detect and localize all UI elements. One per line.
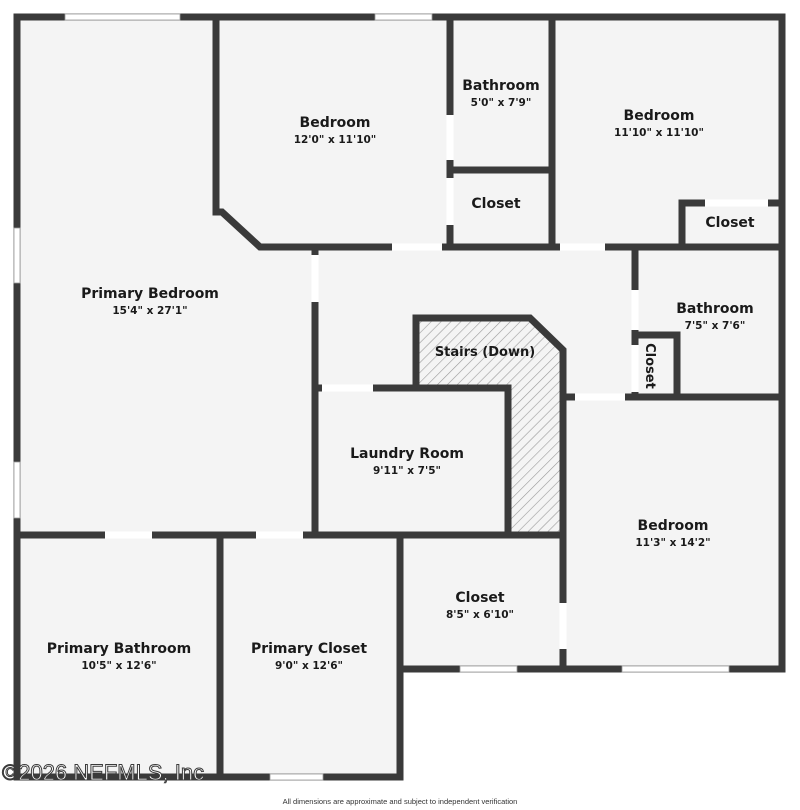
room-dimensions: 10'5" x 12'6" — [81, 660, 156, 672]
door-openings — [105, 115, 768, 649]
room-label-bedroom-1: Bedroom 12'0" x 11'10" — [294, 115, 377, 146]
room-label-closet-2: Closet — [705, 215, 755, 231]
room-dimensions: 9'0" x 12'6" — [275, 660, 343, 672]
room-name: Bathroom — [462, 78, 540, 94]
room-name: Closet — [471, 196, 521, 212]
dimensions-disclaimer: All dimensions are approximate and subje… — [282, 797, 518, 806]
room-name: Bedroom — [638, 518, 709, 534]
room-dimensions: 5'0" x 7'9" — [471, 97, 532, 109]
room-name: Primary Bedroom — [81, 286, 219, 302]
room-label-bedroom-2: Bedroom 11'10" x 11'10" — [614, 108, 704, 139]
room-dimensions: 9'11" x 7'5" — [373, 465, 441, 477]
room-label-bathroom-1: Bathroom 5'0" x 7'9" — [462, 78, 540, 109]
room-label-primary-closet: Primary Closet 9'0" x 12'6" — [251, 641, 367, 672]
room-label-primary-bathroom: Primary Bathroom 10'5" x 12'6" — [47, 641, 191, 672]
room-name: Stairs (Down) — [435, 345, 535, 360]
room-label-closet-3: Closet — [642, 343, 657, 389]
room-label-stairs: Stairs (Down) — [435, 345, 535, 360]
stairs-area — [416, 318, 563, 533]
room-name: Bedroom — [624, 108, 695, 124]
room-label-primary-bedroom: Primary Bedroom 15'4" x 27'1" — [81, 286, 219, 317]
room-label-laundry-room: Laundry Room 9'11" x 7'5" — [350, 446, 464, 477]
room-dimensions: 15'4" x 27'1" — [112, 305, 187, 317]
room-name: Laundry Room — [350, 446, 464, 462]
room-name: Bathroom — [676, 301, 754, 317]
room-label-bedroom-3: Bedroom 11'3" x 14'2" — [635, 518, 710, 549]
room-dimensions: 11'3" x 14'2" — [635, 537, 710, 549]
room-dimensions: 7'5" x 7'6" — [685, 320, 746, 332]
room-label-closet-1: Closet — [471, 196, 521, 212]
room-name: Closet — [455, 590, 505, 606]
room-name: Closet — [705, 215, 755, 231]
windows — [13, 13, 730, 781]
room-dimensions: 12'0" x 11'10" — [294, 134, 377, 146]
room-label-bathroom-2: Bathroom 7'5" x 7'6" — [676, 301, 754, 332]
room-dimensions: 8'5" x 6'10" — [446, 609, 514, 621]
room-dimensions: 11'10" x 11'10" — [614, 127, 704, 139]
room-label-closet-4: Closet 8'5" x 6'10" — [446, 590, 514, 621]
room-name: Bedroom — [300, 115, 371, 131]
room-name: Closet — [642, 343, 657, 389]
room-name: Primary Bathroom — [47, 641, 191, 657]
copyright-watermark: ©2026 NEFMLS, Inc — [1, 760, 205, 786]
room-name: Primary Closet — [251, 641, 367, 657]
